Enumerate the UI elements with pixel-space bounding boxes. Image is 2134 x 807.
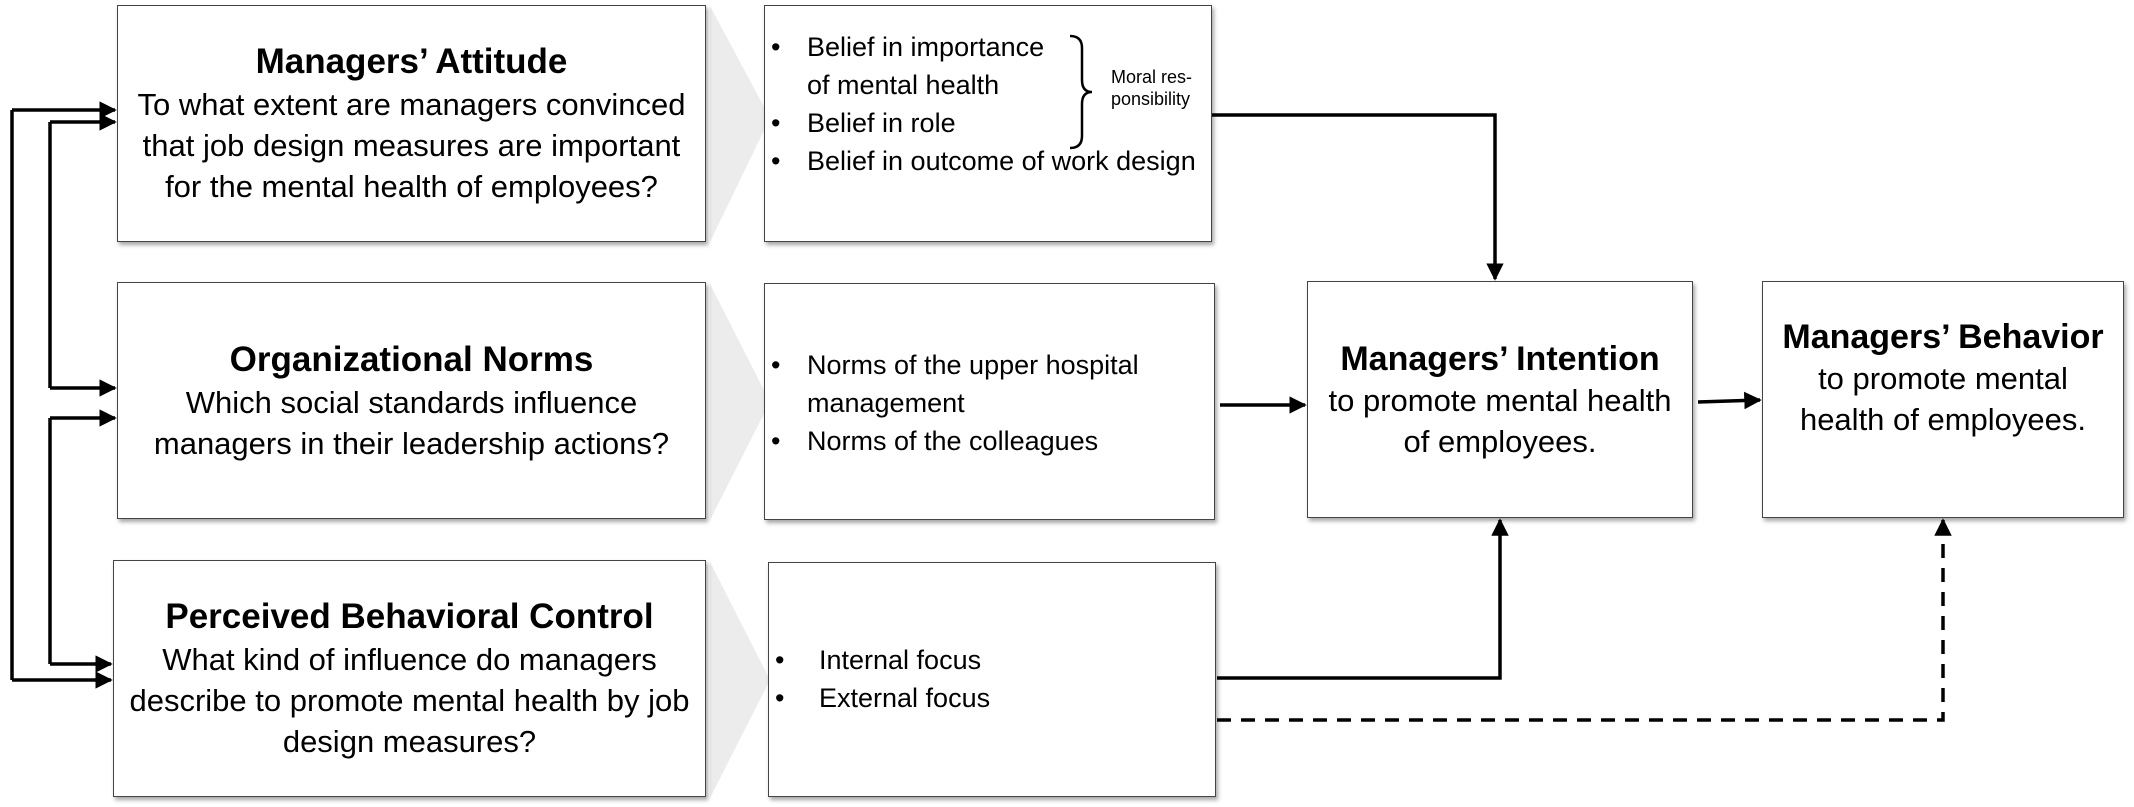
intention-title: Managers’ Intention — [1340, 339, 1660, 378]
control-details-box: Internal focus External focus — [768, 562, 1216, 797]
norms-detail-item: Norms of the colleagues — [765, 422, 1206, 460]
control-to-intention-arrow — [1217, 518, 1509, 680]
attitude-detail-item: Belief in importance of mental health — [765, 28, 1057, 104]
behavior-title: Managers’ Behavior — [1782, 318, 2104, 356]
control-details-list: Internal focus External focus — [769, 641, 1207, 717]
moral-responsibility-label: Moral res-ponsibility — [1111, 67, 1193, 109]
norms-title: Organizational Norms — [229, 339, 594, 379]
attitude-question: To what extent are managers convinced th… — [137, 87, 686, 204]
control-question: What kind of influence do managers descr… — [129, 642, 690, 759]
intention-text: to promote mental health of employees. — [1328, 382, 1672, 459]
norms-details-box: Norms of the upper hospital management N… — [764, 283, 1215, 520]
moral-bracket — [1069, 34, 1093, 150]
attitude-to-intention-arrow — [1212, 113, 1504, 281]
attitude-details-list: Belief in importance of mental health Be… — [765, 28, 1203, 180]
attitude-chevron — [710, 6, 770, 242]
attitude-box: Managers’ Attitude To what extent are ma… — [117, 5, 706, 242]
norms-chevron — [710, 284, 770, 520]
intention-box: Managers’ Intention to promote mental he… — [1307, 281, 1693, 518]
norms-detail-item: Norms of the upper hospital management — [765, 346, 1187, 422]
behavior-text: to promote mental health of employees. — [1799, 361, 2087, 437]
attitude-detail-item: Belief in outcome of work design — [765, 142, 1203, 180]
intention-to-behavior-arrow — [1697, 391, 1762, 410]
control-detail-item: Internal focus — [769, 641, 1207, 679]
norms-box: Organizational Norms Which social standa… — [117, 282, 706, 519]
norms-details-list: Norms of the upper hospital management N… — [765, 346, 1206, 460]
norms-question: Which social standards influence manager… — [153, 384, 670, 461]
behavior-box: Managers’ Behavior to promote mental hea… — [1762, 281, 2124, 518]
attitude-details-box: Belief in importance of mental health Be… — [764, 5, 1212, 242]
control-chevron — [710, 562, 770, 798]
control-title: Perceived Behavioral Control — [165, 597, 654, 636]
attitude-title: Managers’ Attitude — [255, 42, 568, 81]
attitude-detail-item: Belief in role — [765, 104, 1203, 142]
control-box: Perceived Behavioral Control What kind o… — [113, 560, 706, 797]
control-to-behavior-dashed-arrow — [1217, 518, 1952, 722]
control-detail-item: External focus — [769, 679, 1207, 717]
